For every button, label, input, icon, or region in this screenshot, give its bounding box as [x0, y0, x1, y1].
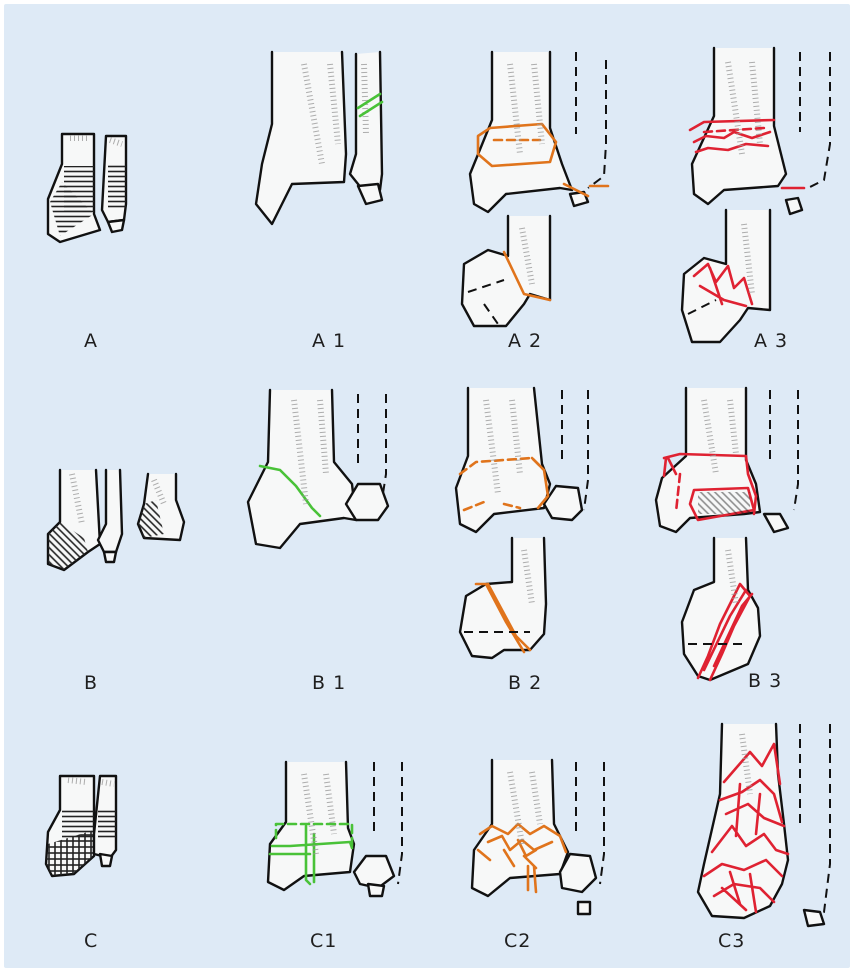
- schematic-b: [48, 470, 184, 570]
- diagram-b3-lateral: [682, 538, 760, 680]
- diagram-a2-top: [470, 52, 608, 212]
- label-b: B: [84, 672, 98, 694]
- diagram-b1: [248, 390, 388, 548]
- diagram-a3-lateral: [682, 210, 770, 342]
- figure-panel: A A 1 A 2 A 3 B B 1 B 2 B 3 C C1 C2 C3: [4, 4, 850, 968]
- diagram-c2: [472, 760, 604, 914]
- diagram-c3: [698, 724, 830, 926]
- diagram-a2-lateral: [462, 216, 550, 326]
- label-c: C: [84, 930, 98, 952]
- label-b1: B 1: [312, 672, 346, 694]
- classification-diagram: [4, 4, 850, 968]
- label-a1: A 1: [312, 330, 346, 352]
- label-c2: C2: [504, 930, 531, 952]
- diagram-b2-lateral: [460, 538, 546, 658]
- schematic-c: [46, 776, 116, 876]
- label-c3: C3: [718, 930, 745, 952]
- diagram-b2-top: [456, 388, 588, 532]
- diagram-c1: [268, 762, 402, 896]
- label-b2: B 2: [508, 672, 542, 694]
- label-a: A: [84, 330, 98, 352]
- diagram-a1: [256, 52, 382, 224]
- diagram-b3-top: [656, 388, 798, 532]
- schematic-a: [48, 134, 126, 242]
- label-a3: A 3: [754, 330, 788, 352]
- label-b3: B 3: [748, 670, 782, 692]
- diagram-a3-top: [690, 48, 830, 214]
- label-c1: C1: [310, 930, 337, 952]
- label-a2: A 2: [508, 330, 542, 352]
